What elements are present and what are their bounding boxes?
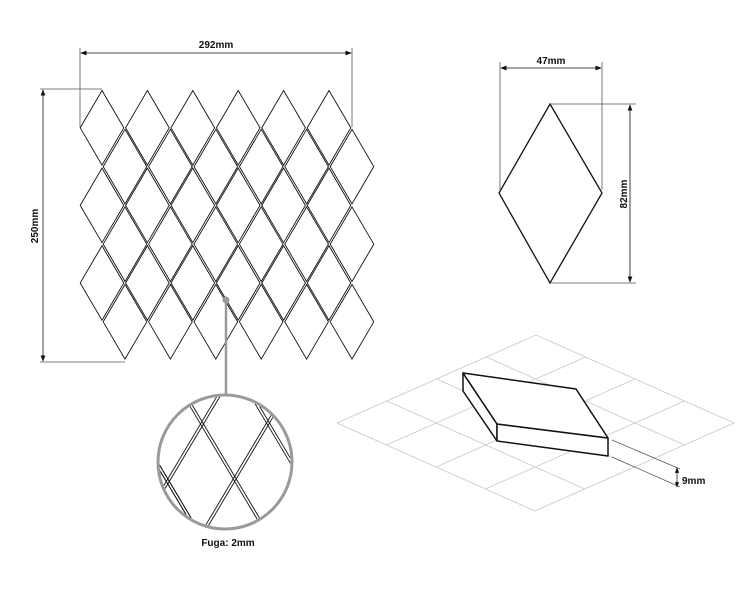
mosaic-tile bbox=[261, 167, 306, 244]
sheet-height-label: 250mm bbox=[30, 209, 41, 244]
mosaic-tile bbox=[306, 89, 352, 166]
tile-width-label: 47mm bbox=[537, 56, 566, 67]
mosaic-tile bbox=[238, 283, 284, 360]
mosaic-tile bbox=[215, 89, 261, 166]
mosaic-tile bbox=[238, 128, 284, 205]
mosaic-tile bbox=[306, 167, 352, 244]
grout-line bbox=[254, 403, 291, 464]
grout-line bbox=[189, 406, 258, 520]
mosaic-tile bbox=[306, 244, 352, 322]
grout-line bbox=[191, 404, 260, 519]
mosaic-tile bbox=[261, 89, 306, 166]
grout-label: Fuga: 2mm bbox=[201, 538, 254, 549]
tile-height-label: 82mm bbox=[619, 179, 630, 208]
grout-callout bbox=[156, 296, 294, 531]
mosaic-tile bbox=[79, 89, 125, 166]
mosaic-tile bbox=[125, 244, 170, 322]
mosaic-tile bbox=[79, 244, 125, 322]
mosaic-tile bbox=[193, 128, 239, 205]
mosaic-tile bbox=[329, 283, 375, 360]
mosaic-tile bbox=[148, 128, 193, 205]
grout-line bbox=[164, 396, 221, 489]
mosaic-tile bbox=[284, 283, 329, 360]
sheet-width-label: 292mm bbox=[199, 40, 234, 51]
mosaic-tile bbox=[238, 206, 284, 283]
mosaic-tile bbox=[193, 283, 239, 360]
mosaic-tile bbox=[170, 167, 216, 244]
single-tile bbox=[498, 62, 636, 285]
grout-line bbox=[159, 464, 192, 519]
mosaic-tile bbox=[329, 206, 375, 283]
grout-line bbox=[259, 406, 291, 459]
grid-line bbox=[386, 400, 585, 490]
mosaic-tile bbox=[170, 244, 216, 322]
mosaic-tile bbox=[215, 167, 261, 244]
mosaic-tile bbox=[215, 244, 261, 322]
mosaic-tile bbox=[148, 206, 193, 283]
magnifier-circle bbox=[156, 393, 294, 531]
tile-thickness-label: 9mm bbox=[682, 476, 705, 487]
grout-line bbox=[163, 396, 217, 486]
mosaic-tile bbox=[125, 167, 170, 244]
sheet-width-dimension bbox=[79, 48, 353, 127]
grout-line bbox=[208, 417, 274, 526]
mosaic-tile bbox=[170, 89, 216, 166]
sheet-height-dimension bbox=[40, 88, 125, 363]
mosaic-tile bbox=[261, 244, 306, 322]
mosaic-tile bbox=[125, 89, 170, 166]
mosaic-tile bbox=[329, 128, 375, 205]
mosaic-tile bbox=[102, 206, 148, 283]
mosaic-tile bbox=[79, 167, 125, 244]
mosaic-tile bbox=[284, 206, 329, 283]
mosaic-tile bbox=[284, 128, 329, 205]
mosaic-tile bbox=[193, 206, 239, 283]
grid-line bbox=[336, 422, 536, 512]
mosaic-sheet bbox=[79, 89, 375, 360]
mosaic-tile bbox=[102, 128, 148, 205]
grout-line bbox=[159, 470, 187, 515]
grout-line bbox=[205, 415, 272, 525]
tile-3d bbox=[462, 372, 609, 457]
mosaic-tile bbox=[148, 283, 193, 360]
thickness-dimension bbox=[611, 439, 681, 488]
mosaic-tile bbox=[102, 283, 148, 360]
